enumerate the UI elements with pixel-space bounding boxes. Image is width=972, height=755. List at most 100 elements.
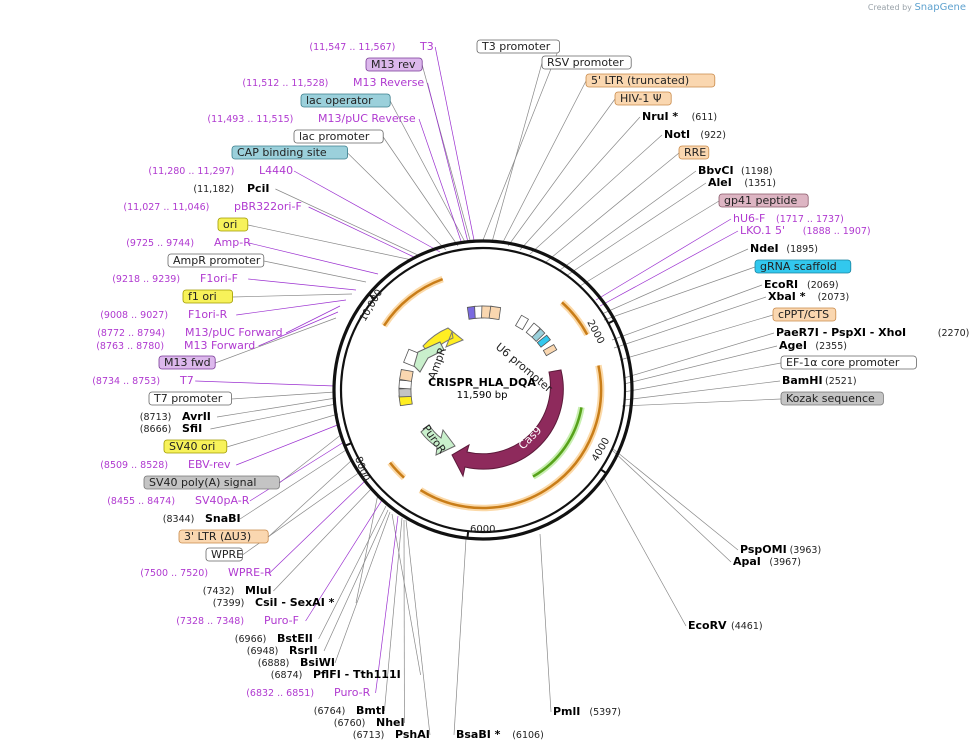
label-box-f1-ori bbox=[182, 289, 233, 304]
label-sv40-poly-a-signal[interactable]: SV40 poly(A) signal bbox=[143, 475, 280, 490]
label-m13-fwd[interactable]: M13 fwd bbox=[158, 355, 216, 370]
label-rsv-promoter[interactable]: RSV promoter bbox=[541, 55, 632, 70]
label-f1-ori[interactable]: f1 ori bbox=[182, 289, 233, 304]
label-3-ltr-u3[interactable]: 3' LTR (ΔU3) bbox=[178, 529, 269, 544]
label-sfii[interactable]: (8666)SfiI bbox=[140, 422, 202, 435]
label-rsrii[interactable]: (6948)RsrII bbox=[247, 644, 318, 657]
label-ecorv[interactable]: EcoRV(4461) bbox=[688, 619, 763, 632]
label-text-rre: RRE bbox=[684, 146, 706, 159]
label-nhei[interactable]: (6760)NheI bbox=[334, 716, 405, 729]
label-bamhi[interactable]: BamHI(2521) bbox=[782, 374, 857, 387]
label-rre[interactable]: RRE bbox=[678, 145, 710, 160]
label-cap-binding-site[interactable]: CAP binding site bbox=[231, 145, 348, 160]
label-m13-puc-reverse[interactable]: (11,493 .. 11,515)M13/pUC Reverse bbox=[207, 112, 415, 125]
inner-feature-box-10[interactable] bbox=[398, 388, 412, 398]
label-m13-puc-forward[interactable]: (8772 .. 8794)M13/pUC Forward bbox=[97, 326, 282, 339]
arc-segment-d[interactable] bbox=[389, 461, 405, 479]
label-bsteii[interactable]: (6966)BstEII bbox=[235, 632, 313, 645]
label-5-ltr-truncated[interactable]: 5' LTR (truncated) bbox=[585, 73, 716, 88]
label-f1ori-r[interactable]: (9008 .. 9027)F1ori-R bbox=[100, 308, 227, 321]
label-ampr-promoter[interactable]: AmpR promoter bbox=[167, 253, 265, 268]
label-grna-scaffold[interactable]: gRNA scaffold bbox=[754, 259, 852, 274]
label-lac-operator[interactable]: lac operator bbox=[300, 93, 391, 108]
label-pcii[interactable]: (11,182)PciI bbox=[193, 182, 269, 195]
label-pspomi[interactable]: PspOMI(3963) bbox=[740, 543, 821, 556]
label-t7-promoter[interactable]: T7 promoter bbox=[148, 391, 232, 406]
label-nrui[interactable]: NruI *(611) bbox=[642, 110, 717, 123]
label-pos-f1ori-f: (9218 .. 9239) bbox=[112, 274, 180, 285]
arc-segment-b[interactable] bbox=[419, 365, 603, 510]
label-hu6-f[interactable]: hU6-F(1717 .. 1737) bbox=[733, 212, 844, 225]
label-wpre[interactable]: WPRE bbox=[205, 547, 243, 562]
label-snabi[interactable]: (8344)SnaBI bbox=[163, 512, 241, 525]
label-pos-f1ori-r: (9008 .. 9027) bbox=[100, 310, 168, 321]
inner-feature-box-4[interactable] bbox=[514, 314, 530, 331]
label-pos-agei: (2355) bbox=[815, 341, 847, 352]
label-gp41-peptide[interactable]: gp41 peptide bbox=[718, 193, 809, 208]
label-t3-promoter[interactable]: T3 promoter bbox=[476, 39, 560, 54]
label-amp-r[interactable]: (9725 .. 9744)Amp-R bbox=[126, 236, 251, 249]
label-t3[interactable]: (11,547 .. 11,567)T3 bbox=[309, 40, 433, 53]
label-hiv-1[interactable]: HIV-1 Ψ bbox=[614, 91, 672, 106]
label-mlui[interactable]: (7432)MluI bbox=[203, 584, 272, 597]
label-text-l4440: L4440 bbox=[259, 164, 293, 177]
feature-puror[interactable]: PuroR bbox=[420, 422, 456, 456]
label-pflfi-tth111i[interactable]: (6874)PflFI - Tth111I bbox=[271, 668, 401, 681]
inner-feature-box-7[interactable] bbox=[536, 334, 551, 348]
label-wpre-r[interactable]: (7500 .. 7520)WPRE-R bbox=[140, 566, 272, 579]
label-ebv-rev[interactable]: (8509 .. 8528)EBV-rev bbox=[100, 458, 231, 471]
label-avrii[interactable]: (8713)AvrII bbox=[140, 410, 211, 423]
inner-feature-box-12[interactable] bbox=[399, 369, 414, 382]
leader-ori bbox=[247, 224, 413, 261]
label-text-bsabi: BsaBI * bbox=[456, 728, 501, 741]
label-text-sv40-poly-a-signal: SV40 poly(A) signal bbox=[149, 476, 256, 489]
label-ecori[interactable]: EcoRI(2069) bbox=[764, 278, 839, 291]
label-kozak-sequence[interactable]: Kozak sequence bbox=[780, 391, 884, 406]
arc-segment-c[interactable] bbox=[382, 277, 444, 327]
label-sv40-ori[interactable]: SV40 ori bbox=[163, 439, 228, 454]
label-xbai[interactable]: XbaI *(2073) bbox=[768, 290, 849, 303]
backbone-outer-ring bbox=[332, 239, 634, 541]
label-alei[interactable]: AleI(1351) bbox=[708, 176, 776, 189]
label-sv40pa-r[interactable]: (8455 .. 8474)SV40pA-R bbox=[107, 494, 250, 507]
inner-feature-box-3[interactable] bbox=[488, 305, 502, 320]
label-lac-promoter[interactable]: lac promoter bbox=[293, 129, 384, 144]
label-ndei[interactable]: NdeI(1895) bbox=[750, 242, 818, 255]
label-m13-rev[interactable]: M13 rev bbox=[365, 57, 423, 72]
label-agei[interactable]: AgeI (2355) bbox=[779, 339, 847, 352]
feature-ampr[interactable]: AmpR bbox=[413, 327, 464, 381]
label-bbvci[interactable]: BbvCI(1198) bbox=[698, 164, 773, 177]
label-lko-1-5[interactable]: LKO.1 5'(1888 .. 1907) bbox=[740, 224, 871, 237]
label-f1ori-f[interactable]: (9218 .. 9239)F1ori-F bbox=[112, 272, 238, 285]
label-pmli[interactable]: PmlI(5397) bbox=[553, 705, 621, 718]
label-pbr322ori-f[interactable]: (11,027 .. 11,046)pBR322ori-F bbox=[123, 200, 301, 213]
label-m13-forward[interactable]: (8763 .. 8780)M13 Forward bbox=[96, 339, 255, 352]
arc-segment-a[interactable] bbox=[561, 301, 589, 336]
label-text-bamhi: BamHI bbox=[782, 374, 823, 387]
label-paer7i-pspxi-xhoi[interactable]: PaeR7I - PspXI - XhoI(2270) bbox=[776, 326, 969, 339]
label-t7[interactable]: (8734 .. 8753)T7 bbox=[92, 374, 194, 387]
label-pshai[interactable]: (6713)PshAI bbox=[353, 728, 430, 741]
label-text-puro-f: Puro-F bbox=[264, 614, 299, 627]
inner-feature-box-6[interactable] bbox=[531, 328, 546, 342]
label-text-grna-scaffold: gRNA scaffold bbox=[760, 260, 837, 273]
label-bsabi[interactable]: BsaBI *(6106) bbox=[456, 728, 544, 741]
label-csii-sexai[interactable]: (7399)CsiI - SexAI * bbox=[213, 596, 335, 609]
label-cppt-cts[interactable]: cPPT/CTS bbox=[772, 307, 837, 322]
label-pos-bamhi: (2521) bbox=[825, 376, 857, 387]
label-ori[interactable]: ori bbox=[217, 217, 249, 232]
label-puro-f[interactable]: (7328 .. 7348)Puro-F bbox=[176, 614, 299, 627]
label-bsiwi[interactable]: (6888)BsiWI bbox=[258, 656, 335, 669]
label-noti[interactable]: NotI(922) bbox=[664, 128, 726, 141]
label-ef-1-core-promoter[interactable]: EF-1α core promoter bbox=[780, 355, 917, 370]
label-l4440[interactable]: (11,280 .. 11,297)L4440 bbox=[148, 164, 293, 177]
arc-segment-e[interactable] bbox=[532, 407, 583, 478]
inner-feature-box-8[interactable] bbox=[542, 343, 558, 357]
label-apai[interactable]: ApaI(3967) bbox=[733, 555, 801, 568]
label-puro-r[interactable]: (6832 .. 6851)Puro-R bbox=[246, 686, 370, 699]
label-pos-pmli: (5397) bbox=[589, 707, 621, 718]
leader-ecori bbox=[611, 284, 763, 341]
label-bmti[interactable]: (6764)BmtI bbox=[314, 704, 385, 717]
label-text-agei: AgeI bbox=[779, 339, 807, 352]
label-m13-reverse[interactable]: (11,512 .. 11,528)M13 Reverse bbox=[242, 76, 424, 89]
